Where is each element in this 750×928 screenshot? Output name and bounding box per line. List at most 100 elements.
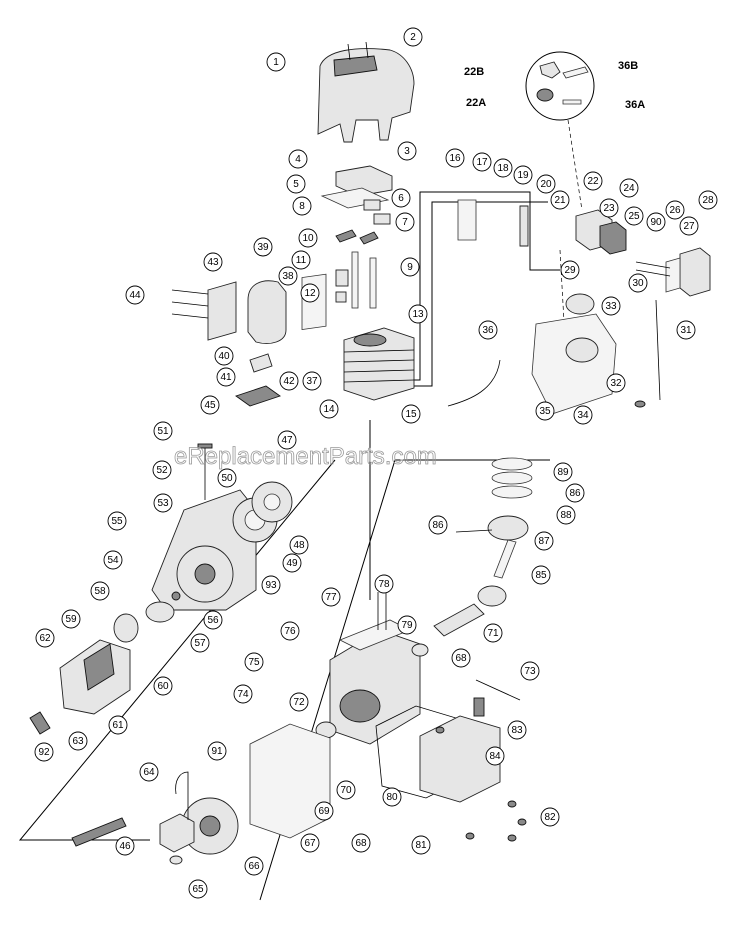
callout-number: 86 [569, 488, 581, 499]
callout-number: 56 [207, 615, 219, 626]
callout-circle [139, 762, 159, 782]
callout-11: 11 [291, 250, 311, 270]
callout-92: 92 [34, 742, 54, 762]
callout-circle [665, 200, 685, 220]
callout-number: 13 [412, 309, 424, 320]
callout-number: 12 [304, 288, 316, 299]
callout-number: 79 [401, 620, 413, 631]
callout-20: 20 [536, 174, 556, 194]
callout-38: 38 [278, 266, 298, 286]
inset-detail-circle [525, 51, 595, 121]
callout-number: 73 [524, 666, 536, 677]
callout-43: 43 [203, 252, 223, 272]
callout-number: 92 [38, 747, 50, 758]
callout-7: 7 [395, 212, 415, 232]
cylinder-part [301, 273, 415, 401]
cylinder-shroud-part [317, 41, 415, 143]
callout-number: 64 [143, 767, 155, 778]
callout-number: 84 [489, 751, 501, 762]
callout-circle [282, 553, 302, 573]
callout-82: 82 [540, 807, 560, 827]
callout-circle [628, 273, 648, 293]
callout-17: 17 [472, 152, 492, 172]
callout-number: 23 [603, 203, 615, 214]
callout-circle [214, 346, 234, 366]
callout-circle [513, 165, 533, 185]
callout-circle [624, 206, 644, 226]
callout-number: 70 [340, 785, 352, 796]
callout-circle [601, 296, 621, 316]
callout-number: 48 [293, 540, 305, 551]
callout-67: 67 [300, 833, 320, 853]
callout-39: 39 [253, 237, 273, 257]
callout-number: 32 [610, 378, 622, 389]
callout-9: 9 [400, 257, 420, 277]
callout-54: 54 [103, 550, 123, 570]
callout-1: 1 [266, 52, 286, 72]
callout-circle [619, 178, 639, 198]
inset-label-22A: 22A [466, 97, 486, 109]
callout-40: 40 [214, 346, 234, 366]
callout-number: 21 [554, 195, 566, 206]
callout-number: 75 [248, 657, 260, 668]
callout-number: 25 [628, 211, 640, 222]
callout-number: 50 [221, 473, 233, 484]
callout-circle [108, 715, 128, 735]
callout-87: 87 [534, 531, 554, 551]
callout-80: 80 [382, 787, 402, 807]
callout-circle [107, 511, 127, 531]
callout-circle [153, 493, 173, 513]
callout-28: 28 [698, 190, 718, 210]
callout-number: 6 [398, 193, 404, 204]
callout-circle [253, 237, 273, 257]
callout-55: 55 [107, 511, 127, 531]
callout-circle [321, 587, 341, 607]
starter-housing-part [151, 443, 293, 611]
callout-88: 88 [556, 505, 576, 525]
callout-number: 44 [129, 290, 141, 301]
callout-number: 63 [72, 736, 84, 747]
callout-84: 84 [485, 746, 505, 766]
callout-circle [280, 621, 300, 641]
callout-circle [152, 460, 172, 480]
callout-44: 44 [125, 285, 145, 305]
callout-66: 66 [244, 856, 264, 876]
callout-27: 27 [679, 216, 699, 236]
callout-35: 35 [535, 401, 555, 421]
callout-circle [288, 149, 308, 169]
callout-number: 62 [39, 633, 51, 644]
inset-label-36B: 36B [618, 60, 638, 72]
callout-circle [200, 395, 220, 415]
callout-number: 51 [157, 426, 169, 437]
callout-circle [397, 141, 417, 161]
callout-circle [403, 27, 423, 47]
callout-number: 22 [587, 176, 599, 187]
callout-circle [451, 648, 471, 668]
callout-29: 29 [560, 260, 580, 280]
hardware-screws [435, 726, 527, 842]
callout-number: 34 [577, 410, 589, 421]
callout-64: 64 [139, 762, 159, 782]
callout-86: 86 [428, 515, 448, 535]
callout-circle [292, 196, 312, 216]
callout-number: 26 [669, 205, 681, 216]
callout-number: 9 [407, 262, 413, 273]
callout-number: 68 [455, 653, 467, 664]
callout-91: 91 [207, 741, 227, 761]
callout-78: 78 [374, 574, 394, 594]
callout-circle [397, 615, 417, 635]
callout-59: 59 [61, 609, 81, 629]
callout-79: 79 [397, 615, 417, 635]
callout-number: 43 [207, 257, 219, 268]
callout-circle [536, 174, 556, 194]
callout-circle [319, 399, 339, 419]
callout-number: 29 [564, 265, 576, 276]
callout-circle [573, 405, 593, 425]
spark-arrestor-stack [335, 199, 391, 309]
callout-number: 54 [107, 555, 119, 566]
callout-56: 56 [203, 610, 223, 630]
carburetor-part [457, 199, 711, 297]
flywheel-ignition-part [71, 723, 331, 865]
callout-number: 55 [111, 516, 123, 527]
callout-number: 58 [94, 586, 106, 597]
